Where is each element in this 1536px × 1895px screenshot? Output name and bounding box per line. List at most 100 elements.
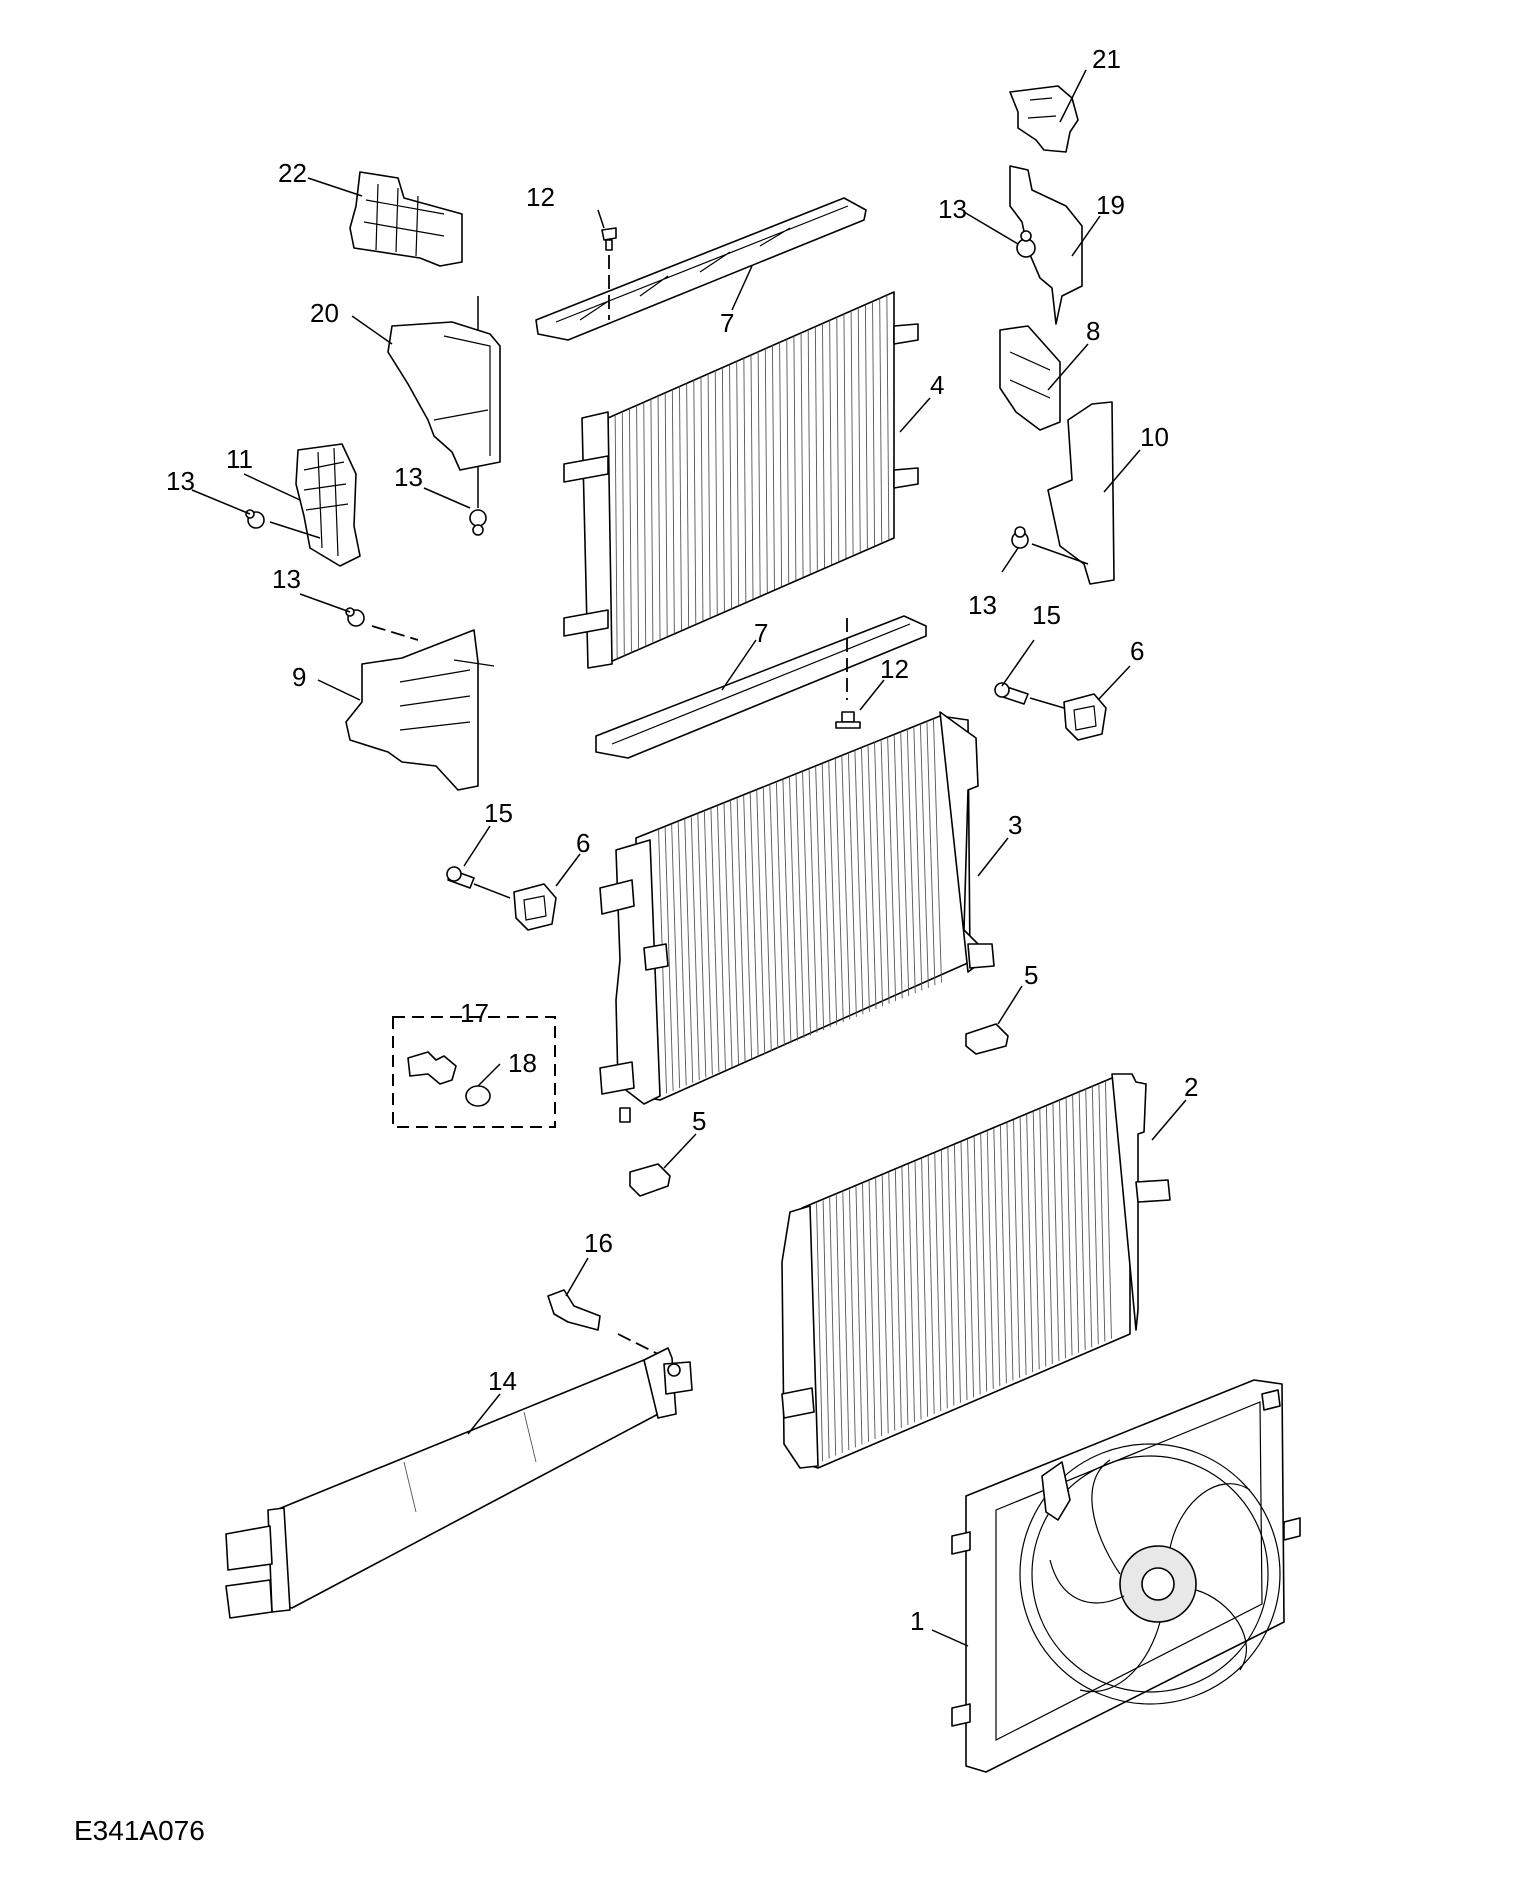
core-fin-line [1006, 1122, 1014, 1381]
core-fin-line [710, 808, 720, 1073]
core-fin-line [1013, 1119, 1020, 1378]
core-fin-line [1104, 1080, 1112, 1339]
core-fin-line [867, 744, 877, 1010]
part-6-mount-left [513, 883, 557, 931]
core-fin-line [664, 826, 674, 1091]
callout-13-a: 13 [938, 194, 967, 224]
core-fin-line [1039, 1108, 1047, 1367]
core-fin-line [762, 787, 772, 1052]
part-8-side-deflector [1047, 401, 1115, 585]
core-fin-line [1026, 1114, 1034, 1373]
core-fin-line [1065, 1097, 1073, 1356]
core-fin-line [707, 373, 711, 618]
core-fin-line [841, 755, 851, 1020]
core-fin-line [1098, 1083, 1106, 1342]
core-fin-line [636, 405, 640, 650]
core-fin-line [523, 1411, 537, 1463]
core-fin-line [769, 784, 779, 1049]
core-fin-line [1078, 1091, 1086, 1350]
callout-2: 2 [1184, 1072, 1198, 1102]
core-fin-line [723, 802, 733, 1068]
part-21-bracket [1009, 85, 1079, 153]
core-fin-line [947, 1147, 955, 1406]
leader-lines [191, 69, 1187, 1647]
core-fin-line [1072, 1094, 1080, 1353]
part-2-radiator [781, 1073, 1171, 1469]
core-fin-line [1052, 1103, 1060, 1362]
part-9-lower-deflector [345, 629, 495, 791]
callout-21: 21 [1092, 44, 1121, 74]
part-12-clip-bottom [835, 711, 861, 729]
part-13-bolt-c [1011, 526, 1029, 549]
core-fin-line [836, 317, 840, 562]
callout-13-e: 13 [272, 564, 301, 594]
callout-15-a: 15 [1032, 600, 1061, 630]
core-fin-line [868, 1180, 876, 1439]
core-fin-line [828, 760, 838, 1025]
callout-7-a: 7 [720, 308, 734, 338]
core-fin-line [697, 813, 707, 1078]
callout-9: 9 [292, 662, 306, 692]
core-fin-line [789, 776, 798, 1041]
core-fin-line [643, 402, 647, 647]
core-fin-line [614, 414, 618, 659]
core-fin-line [927, 1155, 935, 1414]
part-15-spring-left [446, 866, 475, 889]
core-fin-line [848, 1189, 856, 1448]
core-fin-line [736, 361, 740, 606]
core-fin-line [743, 358, 747, 603]
core-fin-line [772, 345, 775, 590]
core-fin-line [906, 729, 916, 994]
core-fin-line [671, 824, 681, 1089]
callout-3: 3 [1008, 810, 1022, 840]
core-fin-line [886, 295, 890, 540]
core-fin-line [894, 1169, 902, 1428]
part-13-bolt-a [1016, 230, 1036, 258]
core-fin-line [913, 726, 923, 991]
core-fin-line [775, 781, 785, 1046]
core-fin-line [757, 351, 761, 596]
core-fin-line [900, 731, 910, 996]
callout-labels: 21 19 13 8 10 13 15 6 4 7 12 22 20 13 11… [166, 44, 1198, 1636]
core-fin-line [807, 329, 811, 574]
core-fin-line [921, 1158, 929, 1417]
core-fin-line [980, 1133, 988, 1392]
core-fin-line [764, 348, 768, 593]
core-fin-line [880, 739, 890, 1004]
core-fin-line [650, 399, 654, 644]
core-fin-line [795, 773, 805, 1039]
core-fin-line [1045, 1105, 1053, 1364]
part-14-oil-cooler [225, 1347, 693, 1619]
core-fin-line [850, 310, 854, 555]
part-6-mount-right [1063, 693, 1107, 741]
callout-14: 14 [488, 1366, 517, 1396]
core-fin-line [901, 1167, 909, 1426]
core-fin-line [736, 797, 746, 1062]
core-fin-line [657, 395, 661, 640]
core-fin-line [802, 771, 811, 1036]
core-fin-line [914, 1161, 922, 1420]
callout-17: 17 [460, 998, 489, 1028]
core-fin-line [756, 789, 766, 1054]
core-fin-line [875, 1178, 883, 1437]
core-fin-line [879, 298, 883, 543]
core-fin-line [793, 336, 797, 581]
core-fin-line [821, 763, 831, 1028]
core-fin-line [679, 386, 682, 631]
core-fin-line [743, 795, 753, 1060]
core-fin-line [854, 750, 864, 1015]
part-22-air-duct [349, 171, 463, 267]
core-fin-line [1032, 1111, 1040, 1370]
part-16-bolt [547, 1289, 601, 1331]
core-fin-line [729, 364, 732, 609]
core-fin-line [933, 718, 942, 983]
core-fin-line [872, 301, 875, 546]
callout-5-b: 5 [692, 1106, 706, 1136]
core-fin-line [621, 411, 625, 656]
core-fin-line [864, 304, 868, 549]
core-fin-line [664, 392, 668, 637]
callout-13-d: 13 [166, 466, 195, 496]
core-fin-line [888, 1172, 896, 1431]
core-fin-line [953, 1144, 961, 1403]
